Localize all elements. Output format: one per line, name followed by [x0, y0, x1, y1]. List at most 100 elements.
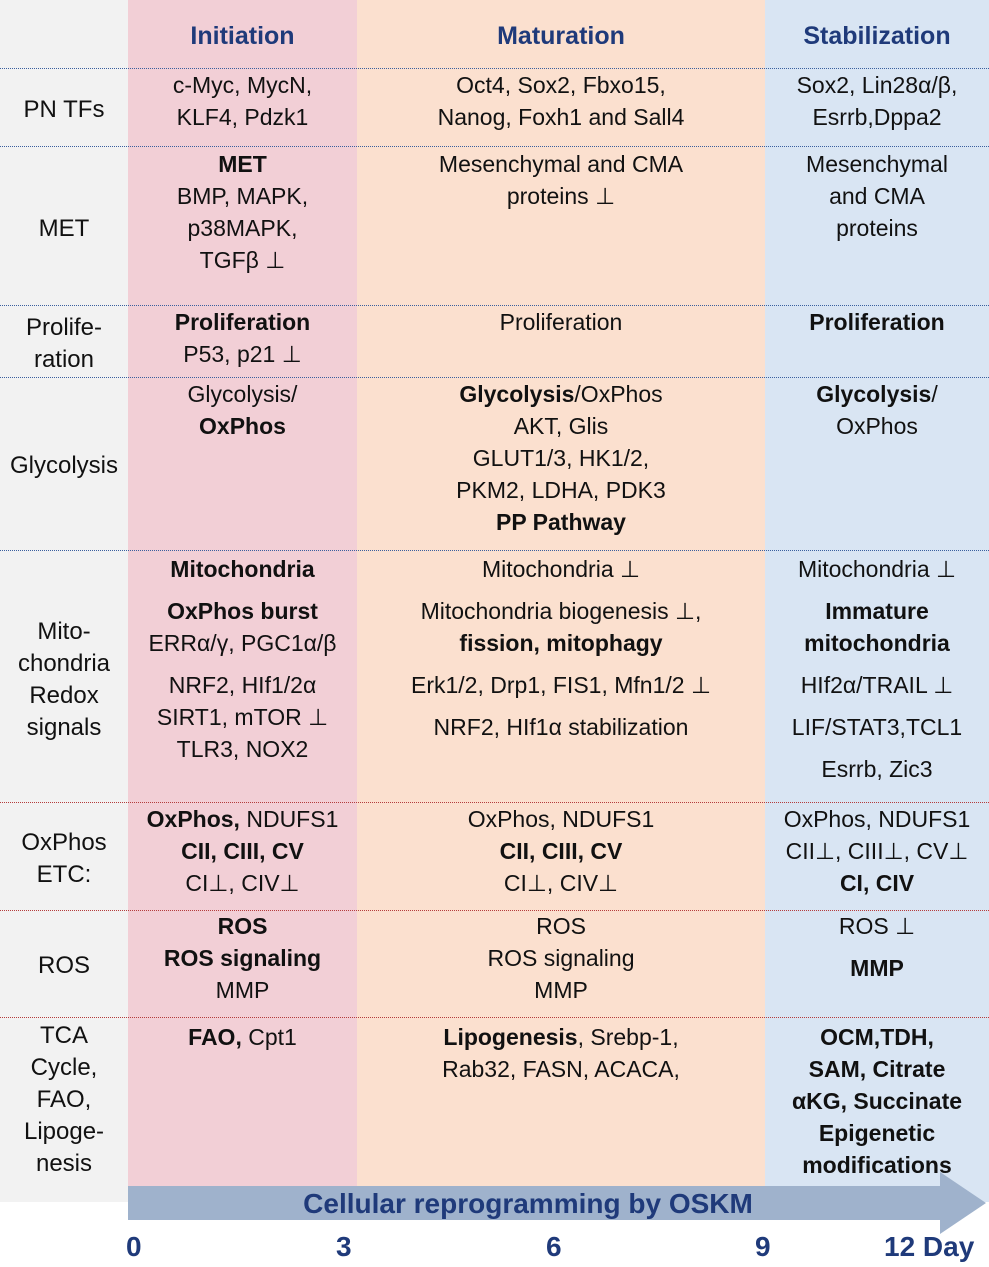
row-label-line: Mito- [37, 617, 91, 645]
cell-text: GLUT1/3, HK1/2, [472, 445, 650, 471]
cell-line: ROS [218, 910, 268, 942]
cell-line: P53, p21 ⊥ [183, 338, 302, 370]
cell-text: Esrrb, Zic3 [821, 756, 933, 782]
cell-maturation-tca-fao-lipogenesis: Lipogenesis, Srebp-1,Rab32, FASN, ACACA, [357, 1021, 765, 1085]
row-label-line: Lipoge- [23, 1118, 105, 1145]
row-label-ros: ROS [0, 914, 128, 1017]
cell-text: CI, CIV [839, 870, 915, 896]
cell-initiation-pn-tfs: c-Myc, MycN,KLF4, Pdzk1 [128, 69, 357, 133]
cell-stabilization-ros: ROS ⊥ MMP [765, 910, 989, 984]
cell-text: Proliferation [499, 309, 623, 335]
cell-text: LIF/STAT3,TCL1 [791, 714, 963, 740]
header-maturation: Maturation [497, 21, 625, 50]
cell-text-suffix: Cpt1 [241, 1024, 297, 1050]
cell-text: OxPhos, NDUFS1 [467, 806, 655, 832]
cell-line: proteins [836, 212, 918, 244]
cell-text: CII⊥, CIII⊥, CV⊥ [785, 838, 969, 864]
cell-text: Proliferation [174, 309, 311, 335]
cell-line: Immature [825, 595, 929, 627]
cell-text: Glycolysis [816, 381, 932, 407]
cell-text: Lipogenesis [443, 1024, 578, 1050]
cell-line: OxPhos, NDUFS1 [468, 803, 655, 835]
cell-text: CI⊥, CIV⊥ [503, 870, 619, 896]
row-separator [0, 910, 989, 911]
cell-line: BMP, MAPK, [177, 180, 308, 212]
cell-line: OxPhos burst [167, 595, 318, 627]
cell-text: ROS [217, 913, 268, 939]
cell-line: CI⊥, CIV⊥ [185, 867, 299, 899]
row-separator [0, 802, 989, 803]
timeline-arrow [128, 1172, 986, 1234]
row-label-proliferation: Prolife-ration [0, 310, 128, 377]
cell-line: AKT, Glis [514, 410, 609, 442]
cell-line: Esrrb,Dppa2 [812, 101, 941, 133]
cell-stabilization-proliferation: Proliferation [765, 306, 989, 338]
cell-text: Mitochondria ⊥ [481, 556, 641, 582]
row-separator [0, 68, 989, 69]
cell-text: NRF2, HIf1/2α [168, 672, 317, 698]
cell-line: NRF2, HIf1/2α [169, 669, 317, 701]
cell-line: CII⊥, CIII⊥, CV⊥ [786, 835, 969, 867]
cell-line: c-Myc, MycN, [173, 69, 312, 101]
cell-text: ROS [536, 913, 586, 939]
cell-line: PP Pathway [496, 506, 626, 538]
cell-line: Lipogenesis, Srebp-1, [443, 1021, 678, 1053]
cell-text: mitochondria [804, 630, 950, 656]
row-label-line: PN TFs [23, 95, 105, 123]
cell-line: modifications [802, 1149, 952, 1181]
cell-text-suffix: , Srebp-1, [577, 1024, 679, 1050]
cell-text: OxPhos, [146, 806, 240, 832]
tick-0: 0 [126, 1231, 142, 1262]
cell-text: Sox2, Lin28α/β, [796, 72, 958, 98]
cell-text: MMP [534, 977, 588, 1003]
cell-text: proteins ⊥ [506, 183, 616, 209]
cell-line: Nanog, Foxh1 and Sall4 [438, 101, 685, 133]
cell-text: SIRT1, mTOR ⊥ [156, 704, 329, 730]
cell-line: αKG, Succinate [792, 1085, 962, 1117]
cell-line: Proliferation [500, 306, 623, 338]
cell-line: mitochondria [804, 627, 950, 659]
row-separator [0, 305, 989, 306]
row-label-met: MET [0, 152, 128, 305]
tick-3: 3 [336, 1231, 352, 1262]
cell-line: proteins ⊥ [507, 180, 615, 212]
row-label-line: chondria [17, 649, 111, 677]
cell-text: OxPhos [199, 413, 286, 439]
cell-text: SAM, Citrate [808, 1056, 946, 1082]
row-label-line: ETC: [36, 860, 92, 888]
cell-text: AKT, Glis [513, 413, 609, 439]
cell-text: OCM,TDH, [820, 1024, 934, 1050]
cell-text: PP Pathway [496, 509, 626, 535]
cell-text: Oct4, Sox2, Fbxo15, [456, 72, 666, 98]
cell-text: Mitochondria biogenesis ⊥, [420, 598, 702, 624]
header-initiation: Initiation [190, 21, 295, 50]
cell-line: HIf2α/TRAIL ⊥ [801, 669, 954, 701]
cell-text: p38MAPK, [187, 215, 298, 241]
cell-line: OxPhos [836, 410, 918, 442]
cell-text: MMP [850, 955, 904, 981]
cell-text: NRF2, HIf1α stabilization [433, 714, 689, 740]
row-label-line: ration [33, 345, 95, 373]
cell-text-suffix: / [931, 381, 938, 407]
row-separator [0, 550, 989, 551]
cell-line: Mitochondria biogenesis ⊥, [421, 595, 702, 627]
cell-line: Proliferation [809, 306, 944, 338]
cell-line: Mitochondria ⊥ [482, 553, 640, 585]
cell-line: Erk1/2, Drp1, FIS1, Mfn1/2 ⊥ [411, 669, 711, 701]
row-label-line: TCA [40, 1022, 88, 1049]
maturation-column-background [357, 0, 765, 1202]
cell-text: proteins [836, 215, 918, 241]
cell-text: ROS ⊥ [838, 913, 916, 939]
cell-initiation-tca-fao-lipogenesis: FAO, Cpt1 [128, 1021, 357, 1053]
cell-line: Oct4, Sox2, Fbxo15, [456, 69, 666, 101]
cell-stabilization-pn-tfs: Sox2, Lin28α/β, Esrrb,Dppa2 [765, 69, 989, 133]
row-label-glycolysis: Glycolysis [0, 382, 128, 550]
row-label-line: OxPhos [21, 828, 107, 856]
cell-text: CI⊥, CIV⊥ [185, 870, 300, 896]
